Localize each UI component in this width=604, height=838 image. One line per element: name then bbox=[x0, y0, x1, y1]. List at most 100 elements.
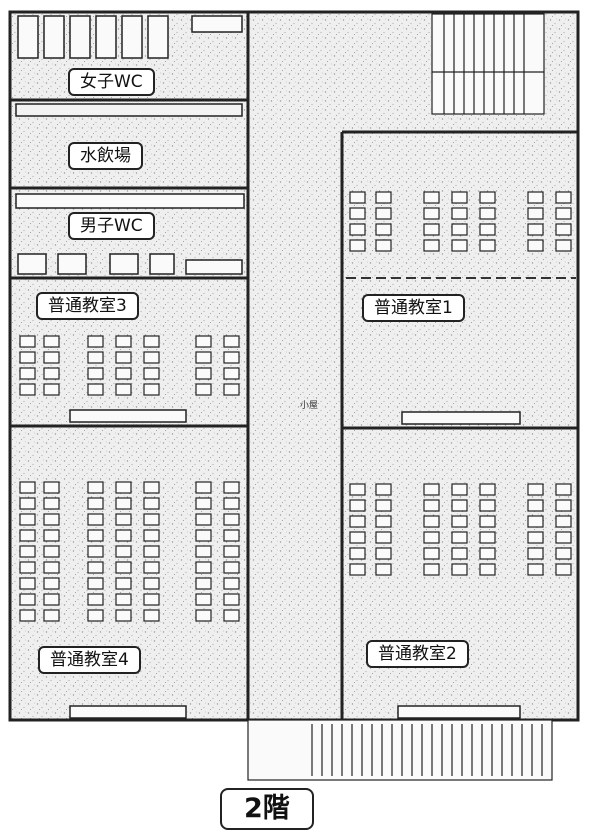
stairs-top bbox=[431, 13, 545, 115]
desk-layout bbox=[19, 191, 572, 622]
desk bbox=[195, 481, 212, 494]
desk bbox=[223, 593, 240, 606]
desk bbox=[375, 239, 392, 252]
desk bbox=[143, 351, 160, 364]
desk bbox=[349, 515, 366, 528]
desk bbox=[19, 593, 36, 606]
desk bbox=[375, 531, 392, 544]
desk bbox=[451, 499, 468, 512]
room-label-water-fountain: 水飲場 bbox=[68, 142, 143, 170]
desk bbox=[43, 593, 60, 606]
desk bbox=[115, 367, 132, 380]
desk bbox=[375, 515, 392, 528]
desk bbox=[423, 191, 440, 204]
desk bbox=[479, 515, 496, 528]
desk bbox=[43, 497, 60, 510]
desk bbox=[43, 561, 60, 574]
desk bbox=[87, 497, 104, 510]
desk bbox=[115, 335, 132, 348]
desk bbox=[555, 515, 572, 528]
desk bbox=[19, 545, 36, 558]
desk bbox=[527, 223, 544, 236]
desk bbox=[555, 499, 572, 512]
desk bbox=[451, 563, 468, 576]
desk bbox=[223, 335, 240, 348]
desk bbox=[555, 563, 572, 576]
desk bbox=[527, 547, 544, 560]
desk bbox=[195, 383, 212, 396]
desk bbox=[423, 239, 440, 252]
desk bbox=[555, 483, 572, 496]
building-floor bbox=[8, 10, 580, 722]
desk bbox=[451, 223, 468, 236]
desk bbox=[479, 499, 496, 512]
desk bbox=[375, 483, 392, 496]
desk bbox=[115, 609, 132, 622]
desk bbox=[479, 191, 496, 204]
desk bbox=[555, 239, 572, 252]
desk bbox=[349, 207, 366, 220]
desk bbox=[451, 547, 468, 560]
desk bbox=[451, 483, 468, 496]
desk bbox=[451, 207, 468, 220]
desk bbox=[555, 207, 572, 220]
desk bbox=[143, 383, 160, 396]
desk bbox=[115, 497, 132, 510]
desk bbox=[87, 545, 104, 558]
desk bbox=[349, 191, 366, 204]
desk bbox=[143, 497, 160, 510]
desk bbox=[479, 483, 496, 496]
desk bbox=[349, 223, 366, 236]
desk bbox=[115, 561, 132, 574]
desk bbox=[423, 483, 440, 496]
desk bbox=[43, 335, 60, 348]
desk bbox=[349, 499, 366, 512]
wc-sink-row bbox=[15, 103, 243, 117]
desk bbox=[195, 497, 212, 510]
desk bbox=[143, 513, 160, 526]
desk bbox=[451, 191, 468, 204]
desk bbox=[87, 383, 104, 396]
desk bbox=[115, 383, 132, 396]
desk bbox=[143, 367, 160, 380]
stairs-bottom bbox=[247, 719, 553, 781]
desk bbox=[195, 609, 212, 622]
desk bbox=[19, 351, 36, 364]
blackboards bbox=[69, 409, 521, 719]
desk bbox=[43, 545, 60, 558]
floor-label: 2階 bbox=[220, 788, 314, 830]
desk bbox=[423, 531, 440, 544]
desk bbox=[479, 563, 496, 576]
desk bbox=[143, 335, 160, 348]
desk bbox=[19, 497, 36, 510]
desk bbox=[143, 609, 160, 622]
desk bbox=[423, 563, 440, 576]
desk bbox=[423, 515, 440, 528]
desk bbox=[223, 529, 240, 542]
desk bbox=[527, 191, 544, 204]
desk bbox=[223, 513, 240, 526]
desk bbox=[527, 515, 544, 528]
desk bbox=[43, 383, 60, 396]
mens-wc-stalls bbox=[15, 193, 245, 275]
desk bbox=[143, 561, 160, 574]
room-label-classroom-1: 普通教室1 bbox=[362, 294, 465, 322]
desk bbox=[479, 223, 496, 236]
desk bbox=[349, 547, 366, 560]
room-label-mens-wc: 男子WC bbox=[68, 212, 155, 240]
desk bbox=[479, 547, 496, 560]
desk bbox=[375, 207, 392, 220]
desk bbox=[527, 483, 544, 496]
desk bbox=[349, 239, 366, 252]
desk bbox=[195, 335, 212, 348]
desk bbox=[451, 239, 468, 252]
desk bbox=[375, 191, 392, 204]
desk bbox=[115, 529, 132, 542]
desk bbox=[375, 223, 392, 236]
desk bbox=[19, 383, 36, 396]
desk bbox=[43, 609, 60, 622]
desk bbox=[223, 497, 240, 510]
room-label-womens-wc: 女子WC bbox=[68, 68, 155, 96]
walls bbox=[10, 12, 578, 720]
desk bbox=[555, 223, 572, 236]
